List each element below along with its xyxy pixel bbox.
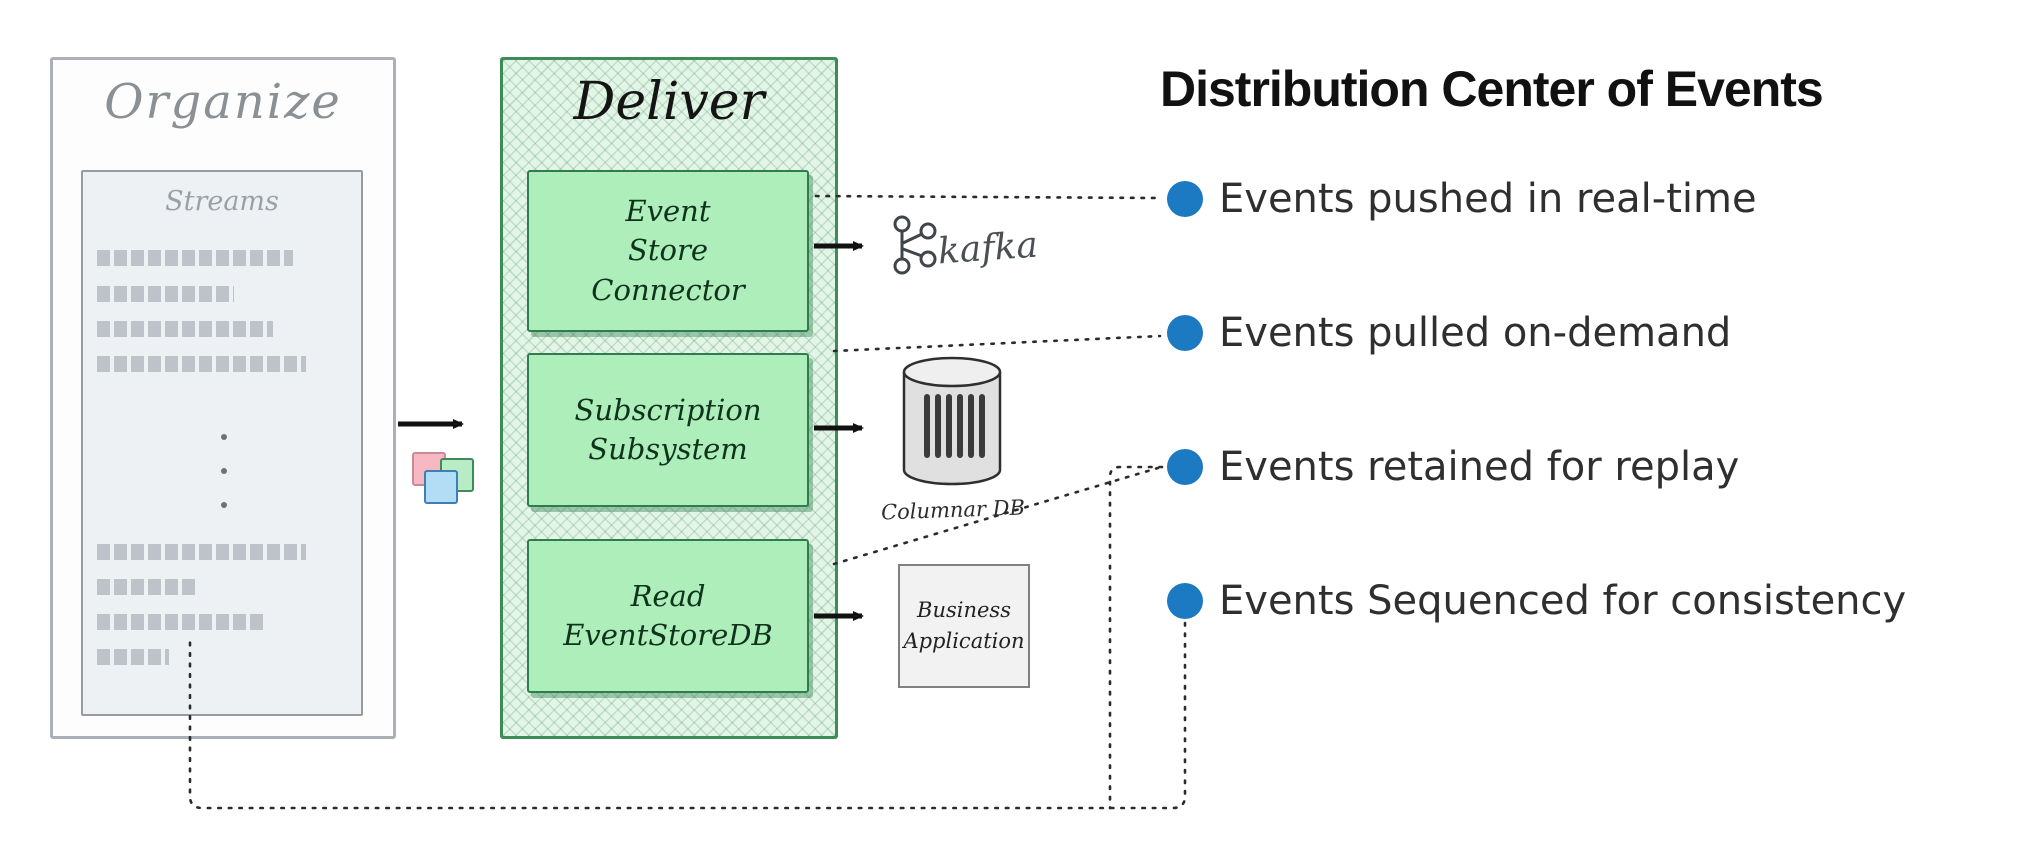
deliver-panel: Deliver Event Store Connector Subscripti…: [500, 57, 838, 739]
bullet-label: Events pulled on-demand: [1219, 310, 1732, 356]
bullet-dot-icon: [1167, 181, 1203, 217]
columnar-db-icon: [902, 356, 1002, 486]
dotted-connector-retained-down: [1108, 465, 1164, 810]
box-label-line: Store: [627, 233, 708, 268]
columnar-db-label: Columnar DB: [880, 495, 1026, 525]
organize-panel: Organize Streams: [50, 57, 396, 739]
box-label-line: Subscription: [574, 392, 762, 427]
box-label-line: Connector: [591, 272, 745, 307]
bullet-label: Events Sequenced for consistency: [1219, 578, 1907, 624]
bullet-dot-icon: [1167, 449, 1203, 485]
bullet-item-pulled: Events pulled on-demand: [1167, 309, 1731, 357]
streams-panel: Streams: [81, 170, 363, 716]
dotted-connector-pushed: [814, 194, 1162, 200]
bullet-dot-icon: [1167, 583, 1203, 619]
business-app-label-line: Application: [903, 629, 1025, 653]
stream-placeholder-line: [97, 649, 169, 665]
bullet-label: Events retained for replay: [1219, 444, 1740, 490]
box-label-line: Event: [625, 194, 711, 229]
business-app-label-line: Business: [917, 597, 1011, 622]
read-eventstoredb-box: Read EventStoreDB: [527, 539, 809, 693]
stream-placeholder-line: [97, 250, 293, 266]
page-title: Distribution Center of Events: [1160, 61, 1824, 117]
dotted-connector-pulled: [832, 334, 1162, 353]
stream-placeholder-line: [97, 356, 306, 372]
stream-placeholder-line: [97, 579, 195, 595]
stream-placeholder-line: [97, 544, 306, 560]
ellipsis-dot: [221, 502, 227, 508]
event-store-connector-box: Event Store Connector: [527, 170, 809, 332]
deliver-title: Deliver: [573, 72, 765, 132]
stream-placeholder-line: [97, 614, 267, 630]
business-application-box: Business Application: [898, 564, 1030, 688]
box-label-line: Subsystem: [588, 432, 748, 466]
bullet-dot-icon: [1167, 315, 1203, 351]
stream-placeholder-line: [97, 286, 234, 302]
streams-title: Streams: [165, 186, 279, 217]
box-label-line: Read: [630, 578, 706, 613]
stream-placeholder-line: [97, 321, 273, 337]
stacked-events-icon: [424, 470, 458, 504]
bullet-item-pushed: Events pushed in real-time: [1167, 175, 1757, 223]
box-label-line: EventStoreDB: [563, 618, 773, 652]
bullet-item-retained: Events retained for replay: [1167, 443, 1739, 491]
kafka-label: kafka: [936, 224, 1040, 273]
ellipsis-dot: [221, 434, 227, 440]
organize-title: Organize: [104, 74, 342, 130]
subscription-subsystem-box: Subscription Subsystem: [527, 353, 809, 507]
bullet-label: Events pushed in real-time: [1219, 176, 1757, 222]
kafka-logo-icon: [893, 215, 937, 275]
bullet-item-sequenced: Events Sequenced for consistency: [1167, 577, 1906, 625]
ellipsis-dot: [221, 468, 227, 474]
